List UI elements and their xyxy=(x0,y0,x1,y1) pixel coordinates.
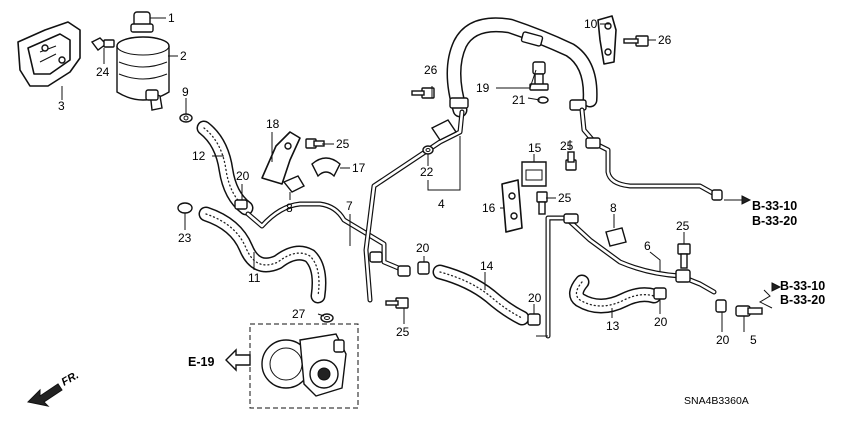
callout-21: 21 xyxy=(512,93,526,107)
callout-1: 1 xyxy=(168,11,175,25)
callout-22: 22 xyxy=(420,165,434,179)
part-17-pipe-clamp xyxy=(311,157,341,178)
part-7-return-pipe xyxy=(245,201,411,277)
part-4-pressure-hose-loop xyxy=(446,17,598,118)
callout-20-center-left: 20 xyxy=(416,241,430,255)
callout-19: 19 xyxy=(476,81,490,95)
part-6-return-pipe xyxy=(545,213,717,339)
part-19-pressure-switch xyxy=(529,61,549,91)
callout-4: 4 xyxy=(438,197,445,211)
part-4-pressure-pipe xyxy=(363,109,465,303)
part-3-reservoir-bracket xyxy=(17,21,81,87)
leader-lines xyxy=(61,17,745,337)
e19-arrow xyxy=(225,348,251,372)
callout-25-upper-left: 25 xyxy=(336,137,350,151)
callout-25-center-lower: 25 xyxy=(558,191,572,205)
part-18-pipe-bracket xyxy=(261,131,301,185)
ref-e-19: E-19 xyxy=(188,355,214,369)
callout-numbers: 1 2 3 24 9 12 23 11 20 18 8 17 25 7 26 2… xyxy=(58,11,757,347)
callout-20-right: 20 xyxy=(654,315,668,329)
callout-26-right: 26 xyxy=(658,33,672,47)
part-25-bolt-center-upper xyxy=(565,151,577,171)
callout-11: 11 xyxy=(248,271,261,285)
callout-3: 3 xyxy=(58,99,65,113)
part-8-clip-left xyxy=(282,175,305,193)
part-20-clamp-right xyxy=(653,287,667,300)
callout-14: 14 xyxy=(480,259,494,273)
callout-7: 7 xyxy=(346,199,353,213)
callout-6: 6 xyxy=(644,239,651,253)
callout-23: 23 xyxy=(178,231,192,245)
ref-b-33-20-upper: B-33-20 xyxy=(752,214,797,228)
part-25-bolt-right xyxy=(677,243,691,269)
part-22-o-ring xyxy=(422,145,434,155)
reference-labels: B-33-10 B-33-20 B-33-10 B-33-20 E-19 FR.… xyxy=(60,199,826,407)
callout-13: 13 xyxy=(606,319,620,333)
callout-20-left: 20 xyxy=(236,169,250,183)
part-25-bolt-center-lower xyxy=(536,191,548,215)
front-direction-label: FR. xyxy=(60,369,81,388)
callout-26-center: 26 xyxy=(424,63,438,77)
part-20-clamp-left xyxy=(234,199,248,210)
part-20-clamp-center-right xyxy=(527,313,541,326)
part-20-clamp-center-left xyxy=(417,261,430,275)
ref-b-33-10-lower: B-33-10 xyxy=(780,279,825,293)
callout-20-center-right: 20 xyxy=(528,291,542,305)
callout-17: 17 xyxy=(352,161,366,175)
callout-27: 27 xyxy=(292,307,306,321)
ref-b-33-20-lower: B-33-20 xyxy=(780,293,825,307)
ref-arrow-lower xyxy=(758,282,782,309)
part-26-bolt-right xyxy=(623,35,649,47)
callout-16: 16 xyxy=(482,201,496,215)
callout-8-left: 8 xyxy=(286,201,293,215)
callout-25-center-upper: 25 xyxy=(560,139,574,153)
part-26-bolt-center xyxy=(411,87,435,99)
part-2-reservoir xyxy=(116,36,170,111)
part-5-pipe-joint xyxy=(735,305,763,317)
part-16-pipe-bracket xyxy=(501,179,523,233)
callout-12: 12 xyxy=(192,149,206,163)
power-steering-pump-assembly xyxy=(249,323,359,409)
callout-15: 15 xyxy=(528,141,542,155)
part-4-pressure-pipe-right xyxy=(579,107,723,201)
diagram-code: SNA4B3360A xyxy=(684,395,749,407)
part-9-hose-clamp xyxy=(179,113,193,123)
ref-arrow-upper xyxy=(724,195,752,205)
callout-18: 18 xyxy=(266,117,280,131)
part-14-return-hose xyxy=(432,264,530,326)
callout-2: 2 xyxy=(180,49,187,63)
callout-10: 10 xyxy=(584,17,598,31)
part-24-bolt xyxy=(90,37,115,51)
front-direction-arrow xyxy=(26,383,63,407)
part-1-reservoir-cap xyxy=(130,11,154,33)
part-8-clip-right xyxy=(605,227,627,247)
part-25-bolt-lower xyxy=(385,297,409,309)
part-15-pipe-clamp xyxy=(521,161,547,187)
callout-8-right: 8 xyxy=(610,201,617,215)
callout-24: 24 xyxy=(96,65,110,79)
ref-b-33-10-upper: B-33-10 xyxy=(752,199,797,213)
part-23-hose-clamp xyxy=(177,202,193,214)
callout-20-far-right: 20 xyxy=(716,333,730,347)
part-12-suction-hose xyxy=(196,120,254,216)
part-10-pipe-bracket xyxy=(597,15,617,65)
callout-5: 5 xyxy=(750,333,757,347)
part-20-clamp-far-right xyxy=(715,299,727,313)
part-25-bolt-upper-left xyxy=(305,138,325,149)
callout-9: 9 xyxy=(182,85,189,99)
callout-25-lower: 25 xyxy=(396,325,410,339)
part-11-return-hose xyxy=(198,206,327,304)
part-13-return-hose xyxy=(569,274,662,314)
callout-25-right: 25 xyxy=(676,219,690,233)
